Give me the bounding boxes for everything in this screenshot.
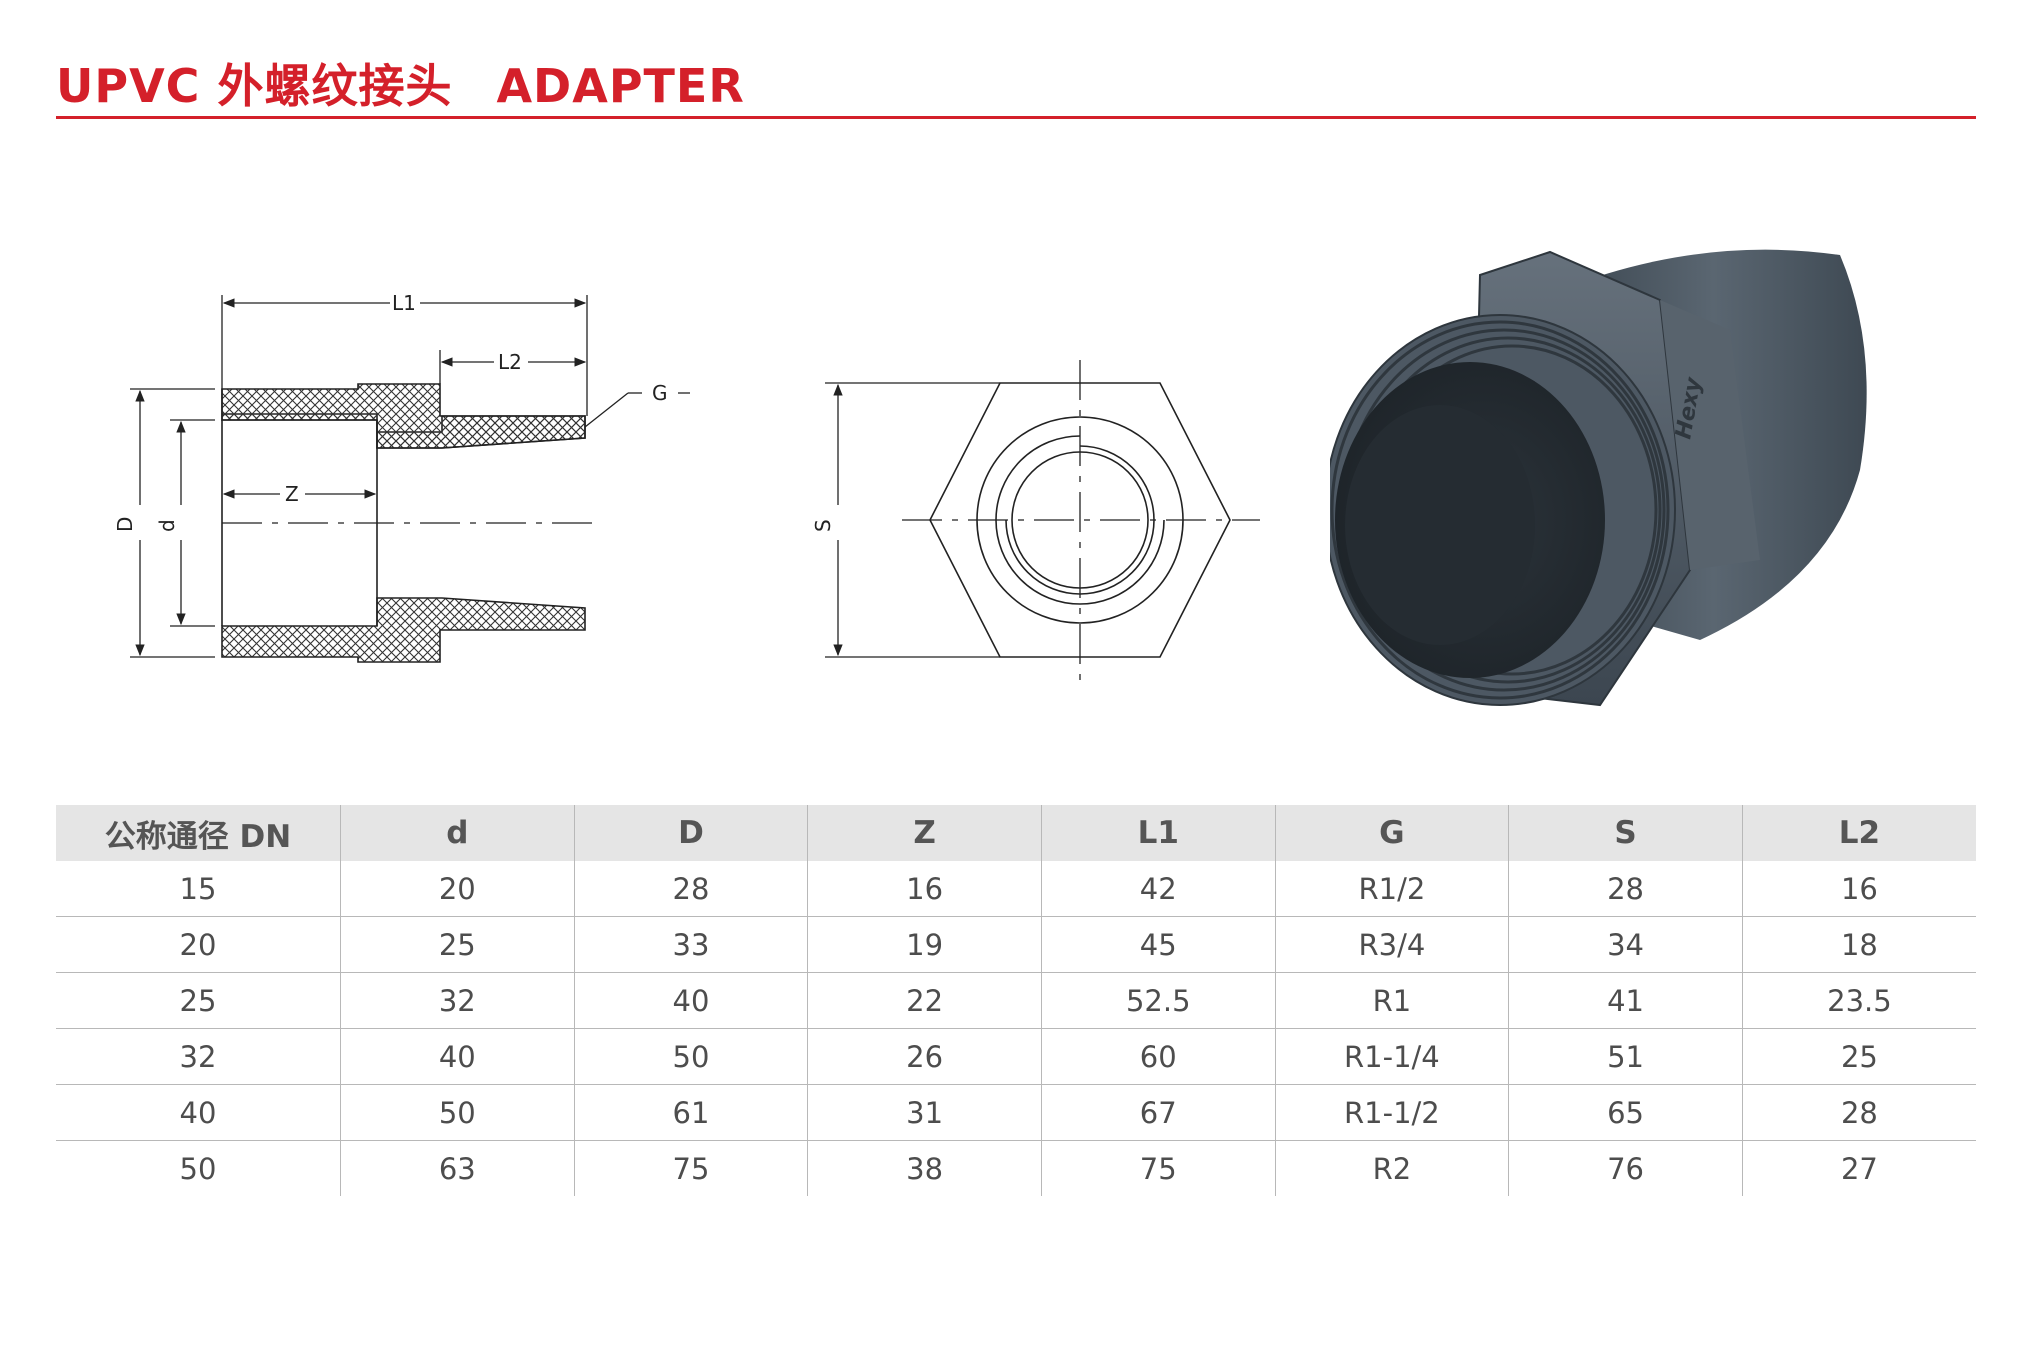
table-header-row: 公称通径 DN d D Z L1 G S L2 xyxy=(56,805,1976,861)
cell-L2: 16 xyxy=(1741,861,1976,917)
label-L2: L2 xyxy=(498,350,522,374)
col-header-d: d xyxy=(340,805,575,861)
table-row: 40 50 61 31 67 R1-1/2 65 28 xyxy=(56,1084,1976,1141)
col-header-L1: L1 xyxy=(1040,805,1276,861)
cell-Z: 26 xyxy=(807,1028,1042,1085)
cell-G: R1-1/4 xyxy=(1274,1028,1509,1085)
cell-G: R1/2 xyxy=(1274,861,1509,917)
cell-d: 63 xyxy=(340,1140,575,1196)
cell-Z: 22 xyxy=(807,972,1042,1029)
title-cn: UPVC 外螺纹接头 xyxy=(56,59,453,113)
page-title: UPVC 外螺纹接头 ADAPTER xyxy=(56,50,745,116)
cell-Z: 16 xyxy=(807,861,1042,917)
cell-G: R3/4 xyxy=(1274,916,1509,973)
col-header-L2: L2 xyxy=(1741,805,1976,861)
cell-d: 32 xyxy=(340,972,575,1029)
cell-dn: 15 xyxy=(56,861,341,917)
cell-L2: 23.5 xyxy=(1741,972,1976,1029)
cell-S: 51 xyxy=(1508,1028,1743,1085)
cell-dn: 32 xyxy=(56,1028,341,1085)
table-row: 25 32 40 22 52.5 R1 41 23.5 xyxy=(56,972,1976,1029)
cell-D: 61 xyxy=(573,1084,808,1141)
cell-L2: 18 xyxy=(1741,916,1976,973)
label-d: d xyxy=(155,519,179,532)
cell-L2: 25 xyxy=(1741,1028,1976,1085)
cell-D: 75 xyxy=(573,1140,808,1196)
cell-L1: 42 xyxy=(1040,861,1276,917)
cell-S: 65 xyxy=(1508,1084,1743,1141)
cell-Z: 19 xyxy=(807,916,1042,973)
cell-D: 40 xyxy=(573,972,808,1029)
end-view-drawing: S xyxy=(811,360,1260,690)
cell-L2: 28 xyxy=(1741,1084,1976,1141)
section-wall-bottom xyxy=(221,597,586,663)
cell-d: 50 xyxy=(340,1084,575,1141)
col-header-S: S xyxy=(1508,805,1743,861)
product-photo: Hexy xyxy=(1330,249,1867,707)
cell-D: 50 xyxy=(573,1028,808,1085)
col-header-G: G xyxy=(1274,805,1509,861)
table-row: 32 40 50 26 60 R1-1/4 51 25 xyxy=(56,1028,1976,1085)
col-header-Z: Z xyxy=(807,805,1042,861)
label-S: S xyxy=(811,519,835,532)
table-row: 20 25 33 19 45 R3/4 34 18 xyxy=(56,916,1976,973)
section-wall-top-main xyxy=(221,383,586,449)
section-drawing: L1 L2 G Z D d xyxy=(113,291,690,663)
label-D: D xyxy=(113,517,137,532)
cell-D: 28 xyxy=(573,861,808,917)
title-rule xyxy=(56,116,1976,119)
col-header-D: D xyxy=(573,805,808,861)
cell-G: R2 xyxy=(1274,1140,1509,1196)
cell-S: 76 xyxy=(1508,1140,1743,1196)
cell-Z: 31 xyxy=(807,1084,1042,1141)
cell-dn: 25 xyxy=(56,972,341,1029)
title-en: ADAPTER xyxy=(496,59,745,113)
cell-L1: 60 xyxy=(1040,1028,1276,1085)
col-header-dn: 公称通径 DN xyxy=(56,805,341,861)
label-G: G xyxy=(652,381,668,405)
cell-S: 28 xyxy=(1508,861,1743,917)
cell-L1: 75 xyxy=(1040,1140,1276,1196)
cell-G: R1-1/2 xyxy=(1274,1084,1509,1141)
cell-Z: 38 xyxy=(807,1140,1042,1196)
cell-d: 25 xyxy=(340,916,575,973)
cell-dn: 40 xyxy=(56,1084,341,1141)
cell-S: 41 xyxy=(1508,972,1743,1029)
cell-L1: 45 xyxy=(1040,916,1276,973)
cell-dn: 20 xyxy=(56,916,341,973)
cell-L1: 67 xyxy=(1040,1084,1276,1141)
cell-S: 34 xyxy=(1508,916,1743,973)
cell-dn: 50 xyxy=(179,1151,217,1186)
cell-d: 20 xyxy=(340,861,575,917)
cell-d: 40 xyxy=(340,1028,575,1085)
cell-L2: 27 xyxy=(1741,1140,1976,1196)
spec-table: 公称通径 DN d D Z L1 G S L2 15 20 28 16 42 R… xyxy=(56,805,1976,1196)
table-row: 50 63 75 38 75 R2 76 27 xyxy=(56,1140,1976,1196)
cell-G: R1 xyxy=(1274,972,1509,1029)
label-Z: Z xyxy=(285,482,299,506)
cell-D: 33 xyxy=(573,916,808,973)
table-row: 15 20 28 16 42 R1/2 28 16 xyxy=(56,861,1976,917)
cell-L1: 52.5 xyxy=(1040,972,1276,1029)
label-L1: L1 xyxy=(392,291,416,315)
